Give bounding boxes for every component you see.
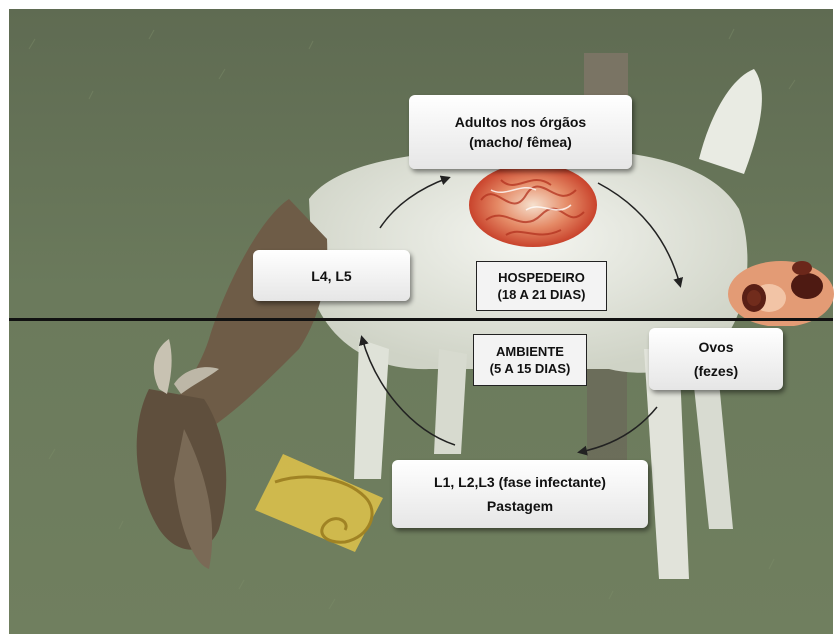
zone-environment-line1: AMBIENTE: [496, 343, 564, 360]
stage-adults-box: Adultos nos órgãos (macho/ fêmea): [409, 95, 632, 169]
zone-host-line1: HOSPEDEIRO: [498, 269, 585, 286]
zone-environment-line2: (5 A 15 DIAS): [490, 360, 571, 377]
arrow-l4l5-to-adults: [380, 178, 448, 228]
zone-host-line2: (18 A 21 DIAS): [498, 286, 586, 303]
arrow-larvae-to-l4l5: [362, 338, 455, 445]
stage-adults-line1: Adultos nos órgãos: [455, 112, 586, 132]
stage-l4l5-label: L4, L5: [311, 266, 351, 286]
stage-larvae-pasture-line1: L1, L2,L3 (fase infectante): [434, 470, 606, 494]
stage-eggs-line1: Ovos: [698, 335, 733, 359]
zone-host-label: HOSPEDEIRO (18 A 21 DIAS): [476, 261, 607, 311]
arrow-adults-to-eggs: [598, 183, 680, 285]
stage-adults-line2: (macho/ fêmea): [469, 132, 572, 152]
arrow-eggs-to-larvae: [580, 407, 657, 452]
stage-l4l5-box: L4, L5: [253, 250, 410, 301]
stage-eggs-line2: (fezes): [694, 359, 738, 383]
stage-larvae-pasture-box: L1, L2,L3 (fase infectante) Pastagem: [392, 460, 648, 528]
stage-eggs-box: Ovos (fezes): [649, 328, 783, 390]
zone-environment-label: AMBIENTE (5 A 15 DIAS): [473, 334, 587, 386]
stage-larvae-pasture-line2: Pastagem: [487, 494, 553, 518]
